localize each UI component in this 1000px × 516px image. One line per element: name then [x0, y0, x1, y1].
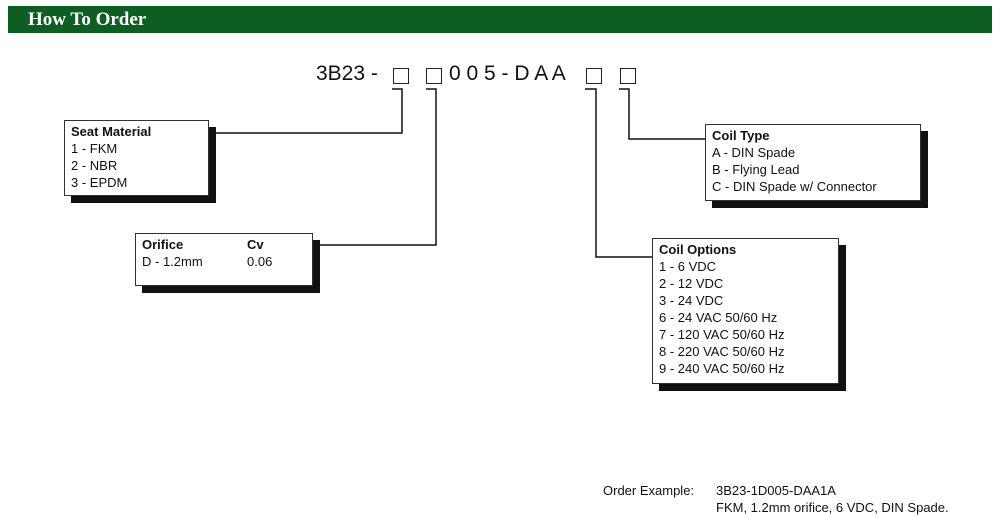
- coil-option: 1 - 6 VDC: [659, 259, 717, 274]
- cv-value: 0.06: [247, 254, 273, 269]
- coil-option: 8 - 220 VAC 50/60 Hz: [659, 344, 785, 359]
- coil-type-option: A - DIN Spade: [712, 145, 796, 160]
- order-example-code: 3B23-1D005-DAA1A: [716, 483, 836, 498]
- section-title: How To Order: [28, 9, 147, 30]
- coil-type-option: C - DIN Spade w/ Connector: [712, 179, 877, 194]
- coil-type-title: Coil Type: [712, 128, 770, 143]
- seat-material-option: 1 - FKM: [71, 141, 118, 156]
- coil-option: 7 - 120 VAC 50/60 Hz: [659, 327, 785, 342]
- coil-options-box: Coil Options 1 - 6 VDC 2 - 12 VDC 3 - 24…: [652, 238, 839, 384]
- section-header: How To Order: [8, 6, 992, 33]
- orifice-box: Orifice Cv D - 1.2mm 0.06: [135, 233, 313, 286]
- part-number-middle: 0 0 5 - D A A: [449, 62, 566, 85]
- seat-material-box: Seat Material 1 - FKM 2 - NBR 3 - EPDM: [64, 120, 209, 196]
- coil-options-connector: [585, 88, 652, 258]
- coil-type-box: Coil Type A - DIN Spade B - Flying Lead …: [705, 124, 921, 201]
- coil-type-slot: [620, 68, 636, 84]
- coil-options-title: Coil Options: [659, 242, 737, 257]
- order-example-label: Order Example:: [603, 483, 695, 498]
- part-number-prefix: 3B23 -: [316, 62, 378, 85]
- coil-option: 6 - 24 VAC 50/60 Hz: [659, 310, 778, 325]
- seat-material-option: 3 - EPDM: [71, 175, 128, 190]
- coil-option: 9 - 240 VAC 50/60 Hz: [659, 361, 785, 376]
- seat-material-title: Seat Material: [71, 124, 152, 139]
- order-example-description: FKM, 1.2mm orifice, 6 VDC, DIN Spade.: [716, 500, 949, 515]
- coil-option: 2 - 12 VDC: [659, 276, 724, 291]
- orifice-value: D - 1.2mm: [142, 254, 203, 269]
- orifice-connector: [312, 88, 437, 246]
- coil-type-option: B - Flying Lead: [712, 162, 800, 177]
- orifice-slot: [426, 68, 442, 84]
- seat-material-slot: [393, 68, 409, 84]
- coil-option: 3 - 24 VDC: [659, 293, 724, 308]
- cv-title: Cv: [247, 237, 264, 252]
- seat-material-option: 2 - NBR: [71, 158, 118, 173]
- orifice-title: Orifice: [142, 237, 184, 252]
- coil-type-connector: [619, 88, 706, 140]
- seat-material-connector: [208, 88, 403, 134]
- coil-options-slot: [586, 68, 602, 84]
